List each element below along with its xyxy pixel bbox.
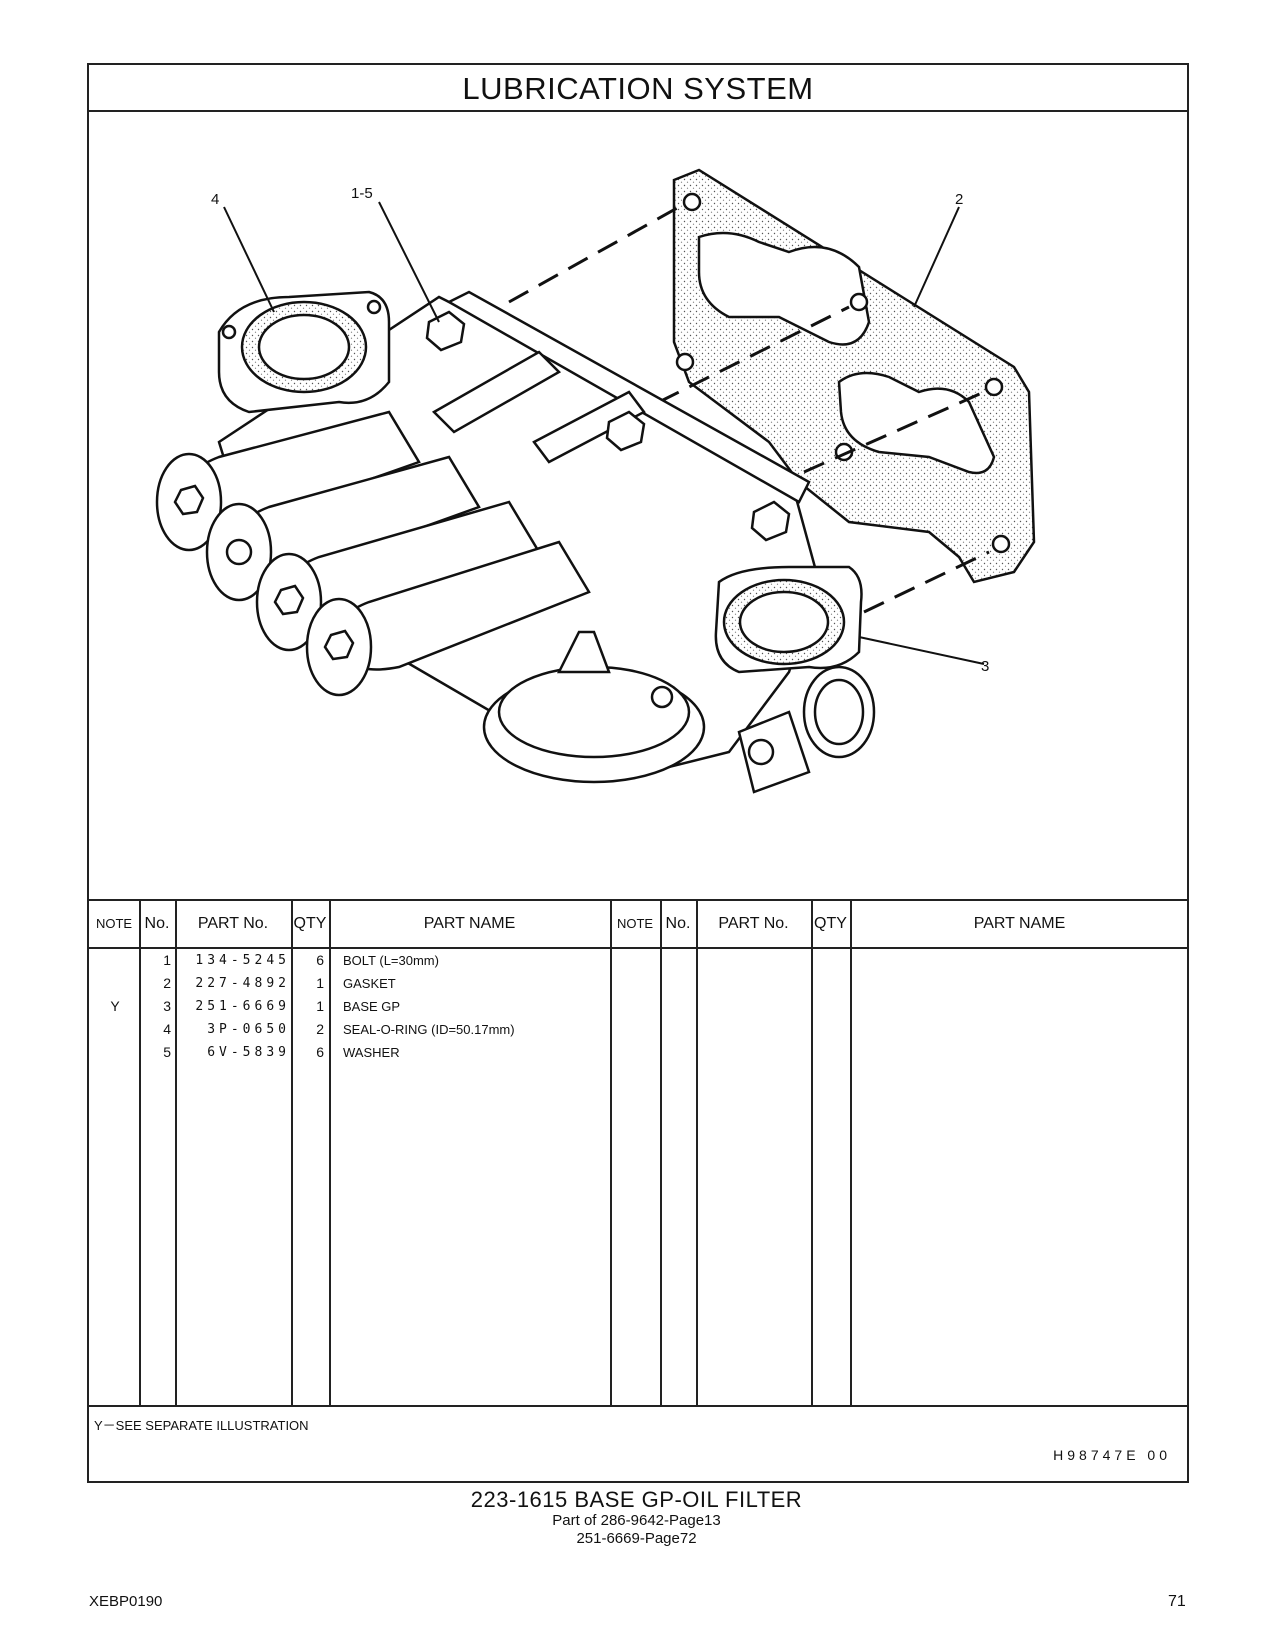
row-part-no: 134-5245 (195, 953, 290, 968)
callout-1-5: 1-5 (351, 185, 373, 202)
header-part-no: PART No. (197, 915, 269, 932)
table-row: 1 134-5245 6 BOLT (L=30mm) (89, 949, 1187, 972)
row-part-name: SEAL-O-RING (ID=50.17mm) (343, 1022, 515, 1037)
row-part-no: 6V-5839 (207, 1045, 290, 1060)
base-group-drawing (155, 290, 821, 784)
row-qty: 1 (316, 975, 324, 991)
row-note: Y (110, 998, 120, 1014)
section-title: LUBRICATION SYSTEM (89, 65, 1187, 112)
header-part-no-right: PART No. (718, 915, 789, 932)
row-part-name: WASHER (343, 1045, 400, 1060)
row-no: 2 (163, 975, 171, 991)
table-row: 4 3P-0650 2 SEAL-O-RING (ID=50.17mm) (89, 1018, 1187, 1041)
callout-2: 2 (955, 191, 963, 208)
row-qty: 6 (316, 952, 324, 968)
footnote: Y－SEE SEPARATE ILLUSTRATION (94, 1418, 309, 1433)
parts-table: NOTE No. PART No. QTY PART NAME NOTE No.… (89, 901, 1187, 1407)
row-part-no: 3P-0650 (207, 1022, 290, 1037)
callout-3: 3 (981, 658, 989, 675)
page-number: 71 (1168, 1593, 1186, 1610)
table-row: 2 227-4892 1 GASKET (89, 972, 1187, 995)
group-reference-2: 251-6669-Page72 (576, 1530, 697, 1547)
seal-o-ring-right-drawing (650, 565, 876, 794)
table-row: Y 3 251-6669 1 BASE GP (89, 995, 1187, 1018)
illustration-code: H98747E 00 (1053, 1447, 1171, 1463)
row-qty: 1 (316, 998, 324, 1014)
callout-4: 4 (211, 191, 219, 208)
header-part-name-right: PART NAME (973, 915, 1066, 932)
row-no: 4 (163, 1021, 171, 1037)
gasket-drawing (672, 168, 1036, 584)
row-part-name: GASKET (343, 976, 396, 991)
header-qty-right: QTY (814, 915, 847, 932)
exploded-illustration: 4 1-5 2 3 (89, 112, 1187, 901)
header-no: No. (144, 915, 170, 932)
table-row: 5 6V-5839 6 WASHER (89, 1041, 1187, 1064)
row-part-no: 251-6669 (195, 999, 290, 1014)
header-part-name: PART NAME (423, 915, 516, 932)
group-title: 223-1615 BASE GP-OIL FILTER (470, 1487, 803, 1512)
row-qty: 6 (316, 1044, 324, 1060)
seal-o-ring-left-drawing (217, 290, 391, 414)
header-no-right: No. (665, 915, 691, 932)
parts-page-frame: LUBRICATION SYSTEM (87, 63, 1189, 1483)
header-qty: QTY (293, 915, 327, 932)
row-part-no: 227-4892 (195, 976, 290, 991)
group-reference-1: Part of 286-9642-Page13 (552, 1512, 721, 1529)
row-no: 5 (163, 1044, 171, 1060)
row-no: 3 (163, 998, 171, 1014)
row-qty: 2 (316, 1021, 324, 1037)
document-id: XEBP0190 (89, 1593, 163, 1610)
row-part-name: BOLT (L=30mm) (343, 953, 439, 968)
oil-filter-base-drawing: 4 1-5 2 3 (155, 168, 1036, 794)
row-no: 1 (163, 952, 171, 968)
header-note: NOTE (95, 916, 133, 931)
header-note-right: NOTE (616, 916, 654, 931)
row-part-name: BASE GP (343, 999, 401, 1014)
